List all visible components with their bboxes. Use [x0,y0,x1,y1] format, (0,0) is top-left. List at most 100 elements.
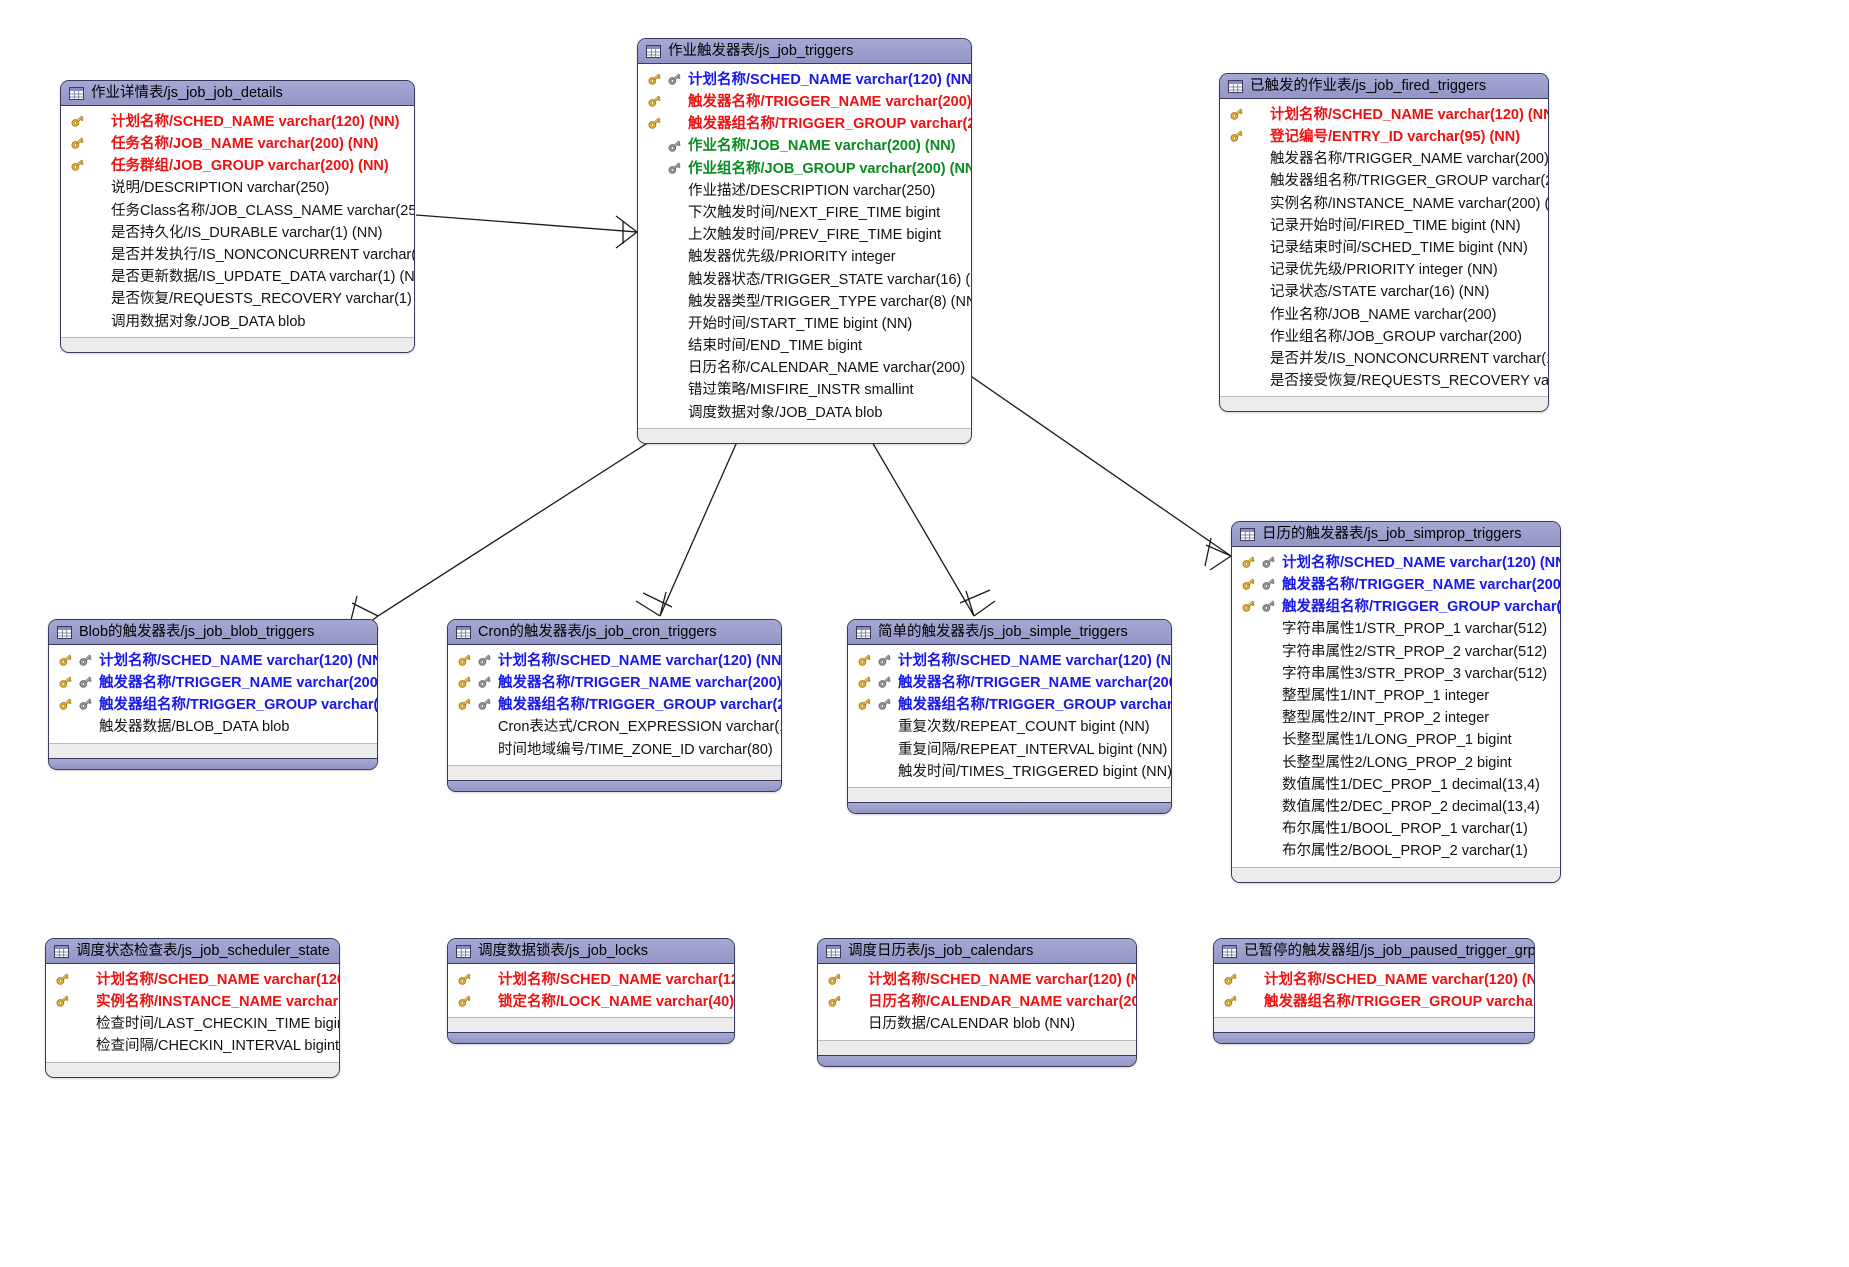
field-row[interactable]: 计划名称/SCHED_NAME varchar(120) (NN) [848,650,1171,672]
field-row[interactable]: 调用数据对象/JOB_DATA blob [61,311,414,333]
field-row[interactable]: 数值属性2/DEC_PROP_2 decimal(13,4) [1232,796,1560,818]
field-row[interactable]: 是否恢复/REQUESTS_RECOVERY varchar(1) (NN) [61,289,414,311]
field-row[interactable]: 记录优先级/PRIORITY integer (NN) [1220,259,1548,281]
field-row[interactable]: 整型属性1/INT_PROP_1 integer [1232,685,1560,707]
field-row[interactable]: 是否持久化/IS_DURABLE varchar(1) (NN) [61,222,414,244]
field-row[interactable]: 检查间隔/CHECKIN_INTERVAL bigint (NN) [46,1036,339,1058]
field-row[interactable]: Cron表达式/CRON_EXPRESSION varchar(120) (NN… [448,717,781,739]
field-row[interactable]: 重复次数/REPEAT_COUNT bigint (NN) [848,717,1171,739]
field-row[interactable]: 是否并发/IS_NONCONCURRENT varchar(1) [1220,348,1548,370]
field-row[interactable]: 作业组名称/JOB_GROUP varchar(200) (NN) [638,158,971,180]
entity-triggers[interactable]: 作业触发器表/js_job_triggers 计划名称/SCHED_NAME va… [637,38,972,444]
field-row[interactable]: 计划名称/SCHED_NAME varchar(120) (NN) [61,111,414,133]
field-row[interactable]: 日历数据/CALENDAR blob (NN) [818,1013,1136,1035]
field-row[interactable]: 计划名称/SCHED_NAME varchar(120) (NN) [448,650,781,672]
field-row[interactable]: 结束时间/END_TIME bigint [638,335,971,357]
entity-header-locks[interactable]: 调度数据锁表/js_job_locks [448,939,734,964]
field-row[interactable]: 作业描述/DESCRIPTION varchar(250) [638,180,971,202]
entity-scheduler_state[interactable]: 调度状态检查表/js_job_scheduler_state 计划名称/SCHED… [45,938,340,1078]
field-row[interactable]: 触发器组名称/TRIGGER_GROUP varchar(200) (NN) [1214,991,1534,1013]
field-row[interactable]: 说明/DESCRIPTION varchar(250) [61,178,414,200]
field-row[interactable]: 触发器名称/TRIGGER_NAME varchar(200) (NN) [1232,574,1560,596]
field-row[interactable]: 锁定名称/LOCK_NAME varchar(40) (NN) [448,991,734,1013]
entity-job_details[interactable]: 作业详情表/js_job_job_details 计划名称/SCHED_NAME … [60,80,415,353]
field-row[interactable]: 长整型属性2/LONG_PROP_2 bigint [1232,752,1560,774]
field-row[interactable]: 长整型属性1/LONG_PROP_1 bigint [1232,730,1560,752]
field-row[interactable]: 任务Class名称/JOB_CLASS_NAME varchar(250) (N… [61,200,414,222]
field-row[interactable]: 触发器组名称/TRIGGER_GROUP varchar(200) (NN) [1232,596,1560,618]
field-row[interactable]: 数值属性1/DEC_PROP_1 decimal(13,4) [1232,774,1560,796]
field-row[interactable]: 登记编号/ENTRY_ID varchar(95) (NN) [1220,126,1548,148]
field-row[interactable]: 触发器名称/TRIGGER_NAME varchar(200) (NN) [49,672,377,694]
field-row[interactable]: 字符串属性1/STR_PROP_1 varchar(512) [1232,619,1560,641]
field-row[interactable]: 计划名称/SCHED_NAME varchar(120) (NN) [49,650,377,672]
entity-calendars[interactable]: 调度日历表/js_job_calendars 计划名称/SCHED_NAME va… [817,938,1137,1067]
field-row[interactable]: 记录结束时间/SCHED_TIME bigint (NN) [1220,237,1548,259]
entity-header-job_details[interactable]: 作业详情表/js_job_job_details [61,81,414,106]
field-row[interactable]: 作业名称/JOB_NAME varchar(200) [1220,304,1548,326]
field-row[interactable]: 触发器组名称/TRIGGER_GROUP varchar(200) (NN) [448,694,781,716]
entity-header-blob_triggers[interactable]: Blob的触发器表/js_job_blob_triggers [49,620,377,645]
entity-simple_triggers[interactable]: 简单的触发器表/js_job_simple_triggers 计划名称/SCHED… [847,619,1172,815]
field-row[interactable]: 是否更新数据/IS_UPDATE_DATA varchar(1) (NN) [61,266,414,288]
field-row[interactable]: 触发器类型/TRIGGER_TYPE varchar(8) (NN) [638,291,971,313]
field-row[interactable]: 字符串属性2/STR_PROP_2 varchar(512) [1232,641,1560,663]
field-row[interactable]: 计划名称/SCHED_NAME varchar(120) (NN) [638,69,971,91]
field-row[interactable]: 布尔属性2/BOOL_PROP_2 varchar(1) [1232,840,1560,862]
entity-header-triggers[interactable]: 作业触发器表/js_job_triggers [638,39,971,64]
field-row[interactable]: 触发器组名称/TRIGGER_GROUP varchar(200) (NN) [848,694,1171,716]
field-row[interactable]: 触发器名称/TRIGGER_NAME varchar(200) (NN) [638,91,971,113]
entity-simprop_triggers[interactable]: 日历的触发器表/js_job_simprop_triggers 计划名称/SCHE… [1231,521,1561,883]
field-row[interactable]: 触发器名称/TRIGGER_NAME varchar(200) (NN) [1220,148,1548,170]
field-row[interactable]: 调度数据对象/JOB_DATA blob [638,402,971,424]
field-row[interactable]: 重复间隔/REPEAT_INTERVAL bigint (NN) [848,739,1171,761]
field-row[interactable]: 开始时间/START_TIME bigint (NN) [638,313,971,335]
field-row[interactable]: 实例名称/INSTANCE_NAME varchar(200) (NN) [1220,193,1548,215]
field-row[interactable]: 触发器状态/TRIGGER_STATE varchar(16) (NN) [638,269,971,291]
field-row[interactable]: 字符串属性3/STR_PROP_3 varchar(512) [1232,663,1560,685]
field-row[interactable]: 任务群组/JOB_GROUP varchar(200) (NN) [61,155,414,177]
entity-locks[interactable]: 调度数据锁表/js_job_locks 计划名称/SCHED_NAME varch… [447,938,735,1045]
entity-blob_triggers[interactable]: Blob的触发器表/js_job_blob_triggers 计划名称/SCHED… [48,619,378,770]
field-row[interactable]: 触发器组名称/TRIGGER_GROUP varchar(200) (NN) [638,113,971,135]
entity-header-paused_trigger_grps[interactable]: 已暂停的触发器组/js_job_paused_trigger_grps [1214,939,1534,964]
field-row[interactable]: 是否接受恢复/REQUESTS_RECOVERY varchar(1) [1220,370,1548,392]
field-row[interactable]: 上次触发时间/PREV_FIRE_TIME bigint [638,224,971,246]
field-row[interactable]: 触发器组名称/TRIGGER_GROUP varchar(200) (NN) [49,694,377,716]
field-row[interactable]: 触发器名称/TRIGGER_NAME varchar(200) (NN) [848,672,1171,694]
field-row[interactable]: 错过策略/MISFIRE_INSTR smallint [638,380,971,402]
field-row[interactable]: 计划名称/SCHED_NAME varchar(120) (NN) [448,969,734,991]
field-row[interactable]: 触发时间/TIMES_TRIGGERED bigint (NN) [848,761,1171,783]
field-row[interactable]: 整型属性2/INT_PROP_2 integer [1232,707,1560,729]
field-row[interactable]: 触发器数据/BLOB_DATA blob [49,717,377,739]
field-row[interactable]: 实例名称/INSTANCE_NAME varchar(200) (NN) [46,991,339,1013]
entity-header-scheduler_state[interactable]: 调度状态检查表/js_job_scheduler_state [46,939,339,964]
field-row[interactable]: 布尔属性1/BOOL_PROP_1 varchar(1) [1232,818,1560,840]
field-row[interactable]: 检查时间/LAST_CHECKIN_TIME bigint (NN) [46,1013,339,1035]
field-row[interactable]: 计划名称/SCHED_NAME varchar(120) (NN) [46,969,339,991]
field-row[interactable]: 计划名称/SCHED_NAME varchar(120) (NN) [1232,552,1560,574]
entity-header-simprop_triggers[interactable]: 日历的触发器表/js_job_simprop_triggers [1232,522,1560,547]
entity-fired_triggers[interactable]: 已触发的作业表/js_job_fired_triggers 计划名称/SCHED_… [1219,73,1549,413]
field-row[interactable]: 触发器组名称/TRIGGER_GROUP varchar(200) (NN) [1220,171,1548,193]
field-row[interactable]: 日历名称/CALENDAR_NAME varchar(200) [638,357,971,379]
field-row[interactable]: 作业组名称/JOB_GROUP varchar(200) [1220,326,1548,348]
field-row[interactable]: 计划名称/SCHED_NAME varchar(120) (NN) [1220,104,1548,126]
field-row[interactable]: 作业名称/JOB_NAME varchar(200) (NN) [638,136,971,158]
field-row[interactable]: 是否并发执行/IS_NONCONCURRENT varchar(1) (NN) [61,244,414,266]
field-row[interactable]: 计划名称/SCHED_NAME varchar(120) (NN) [818,969,1136,991]
field-row[interactable]: 触发器优先级/PRIORITY integer [638,247,971,269]
entity-cron_triggers[interactable]: Cron的触发器表/js_job_cron_triggers 计划名称/SCHED… [447,619,782,792]
field-row[interactable]: 记录开始时间/FIRED_TIME bigint (NN) [1220,215,1548,237]
field-row[interactable]: 任务名称/JOB_NAME varchar(200) (NN) [61,133,414,155]
entity-header-cron_triggers[interactable]: Cron的触发器表/js_job_cron_triggers [448,620,781,645]
field-row[interactable]: 触发器名称/TRIGGER_NAME varchar(200) (NN) [448,672,781,694]
entity-header-calendars[interactable]: 调度日历表/js_job_calendars [818,939,1136,964]
field-row[interactable]: 时间地域编号/TIME_ZONE_ID varchar(80) [448,739,781,761]
field-row[interactable]: 下次触发时间/NEXT_FIRE_TIME bigint [638,202,971,224]
field-row[interactable]: 日历名称/CALENDAR_NAME varchar(200) (NN) [818,991,1136,1013]
field-row[interactable]: 记录状态/STATE varchar(16) (NN) [1220,282,1548,304]
entity-header-simple_triggers[interactable]: 简单的触发器表/js_job_simple_triggers [848,620,1171,645]
entity-header-fired_triggers[interactable]: 已触发的作业表/js_job_fired_triggers [1220,74,1548,99]
